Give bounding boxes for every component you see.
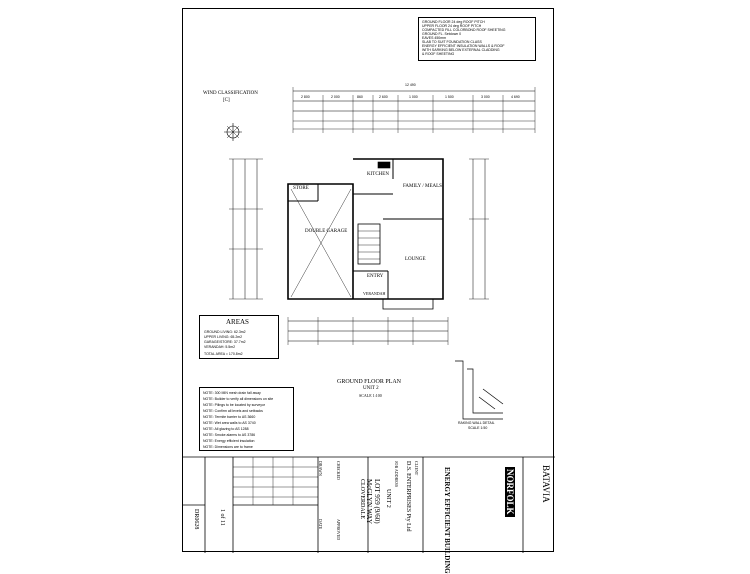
drawing-number: DR0628 (193, 509, 199, 530)
header-note: SLAB TO SUIT FOUNDATION CLASS (422, 40, 482, 44)
dim-text: 2 000 (331, 95, 340, 99)
wind-label: WIND CLASSIFICATION (203, 91, 258, 96)
room-entry: ENTRY (367, 274, 384, 279)
job-address-label: JOB ADDRESS (394, 461, 399, 488)
note-line: NOTE: Builder to verify all dimensions o… (203, 397, 274, 401)
client-name: D.S. ENTERPRISES Pty Ltd (405, 461, 411, 532)
date-label: DATE (318, 519, 323, 530)
areas-title: AREAS (226, 318, 249, 326)
drawing-sheet: GROUND FLOOR 24 deg ROOF PITCH UPPER FLO… (182, 8, 555, 574)
header-note: ENERGY EFFICIENT INSULATION WALLS & ROOF (422, 44, 505, 48)
dim-text: 3 000 (481, 95, 490, 99)
room-garage: DOUBLE GARAGE (305, 229, 348, 234)
dim-text: 2 600 (379, 95, 388, 99)
room-verandah: VERANDAH (363, 291, 386, 296)
header-notes-box: GROUND FLOOR 24 deg ROOF PITCH UPPER FLO… (418, 17, 536, 61)
dim-text: 1 000 (409, 95, 418, 99)
client-label: CLIENT (414, 461, 419, 476)
suburb-name: CLOVERDALE (359, 479, 365, 519)
note-line: NOTE: Energy efficient insulation (203, 439, 255, 443)
room-lounge: LOUNGE (405, 257, 426, 262)
plan-scale: SCALE 1:100 (359, 393, 382, 398)
dim-text: 2 800 (301, 95, 310, 99)
note-line: NOTE: Termite barrier to AS 3660 (203, 415, 256, 419)
dim-text: 4 690 (511, 95, 520, 99)
room-family: FAMILY / MEALS (403, 184, 442, 189)
header-note: GROUND FL. Setdown 0 (422, 32, 462, 36)
area-row: GARAGE/STORE: 37.7m2 (204, 340, 246, 344)
header-note: COMPACTED FILL COLORBOND ROOF SHEETING (422, 28, 506, 32)
wall-detail-scale: SCALE 1:50 (468, 426, 488, 430)
room-store: STORE (293, 186, 309, 191)
area-total: TOTAL AREA = 170.8m2 (204, 352, 243, 356)
note-line: NOTE: Smoke alarms to AS 3786 (203, 433, 256, 437)
brand-logo: NORFOLK (505, 467, 515, 517)
note-line: NOTE: Wet area walls to AS 3740 (203, 421, 256, 425)
drawn-label: DRAWN (318, 461, 323, 476)
area-row: UPPER LIVING: 65.2m2 (204, 335, 243, 339)
north-compass-icon (224, 123, 242, 141)
notes-box: NOTE: 300 MIN mesh drain fall away NOTE:… (199, 387, 294, 451)
unit-label: UNIT 2 (385, 489, 391, 508)
lot-number: LOT 959 (9/60) (373, 479, 381, 524)
plan-linework (183, 87, 555, 553)
note-line: NOTE: Dimensions are to frame (203, 445, 253, 449)
checked-label: CHECKED (336, 461, 341, 480)
header-note: UPPER FLOOR 24 deg ROOF PITCH (422, 24, 482, 28)
header-note: EAVES 450mm (422, 36, 447, 40)
company-name: ENERGY EFFICIENT BUILDING (443, 467, 451, 574)
wall-detail-label: RAKING WALL DETAIL (458, 421, 495, 425)
header-note: WITH SARKING BELOW EXTERNAL CLADDING (422, 48, 500, 52)
area-row: VERANDAH: 5.5m2 (204, 345, 236, 349)
note-line: NOTE: 300 MIN mesh drain fall away (203, 391, 261, 395)
note-line: NOTE: All glazing to AS 1288 (203, 427, 249, 431)
project-name: BATAVIA (541, 465, 551, 503)
plan-subtitle: UNIT 2 (363, 386, 379, 391)
note-line: NOTE: Confirm all levels and setbacks (203, 409, 263, 413)
dim-text: 860 (357, 95, 363, 99)
room-kitchen: KITCHEN (367, 172, 389, 177)
plan-title: GROUND FLOOR PLAN (337, 379, 402, 385)
dim-text: 1 500 (445, 95, 454, 99)
dim-overall: 12 490 (405, 83, 416, 87)
wind-value: [C] (223, 98, 230, 103)
approved-label: APPROVED (336, 519, 341, 541)
header-note: & ROOF SHEETING (422, 52, 455, 56)
note-line: NOTE: Pilings to be located by surveyor (203, 403, 266, 407)
street-name: McGLYN WAY (365, 479, 373, 524)
sheet-number: 1 of 11 (219, 509, 225, 526)
header-note: GROUND FLOOR 24 deg ROOF PITCH (422, 20, 485, 24)
areas-box: AREAS GROUND LIVING: 62.3m2 UPPER LIVING… (199, 315, 279, 359)
area-row: GROUND LIVING: 62.3m2 (204, 330, 246, 334)
